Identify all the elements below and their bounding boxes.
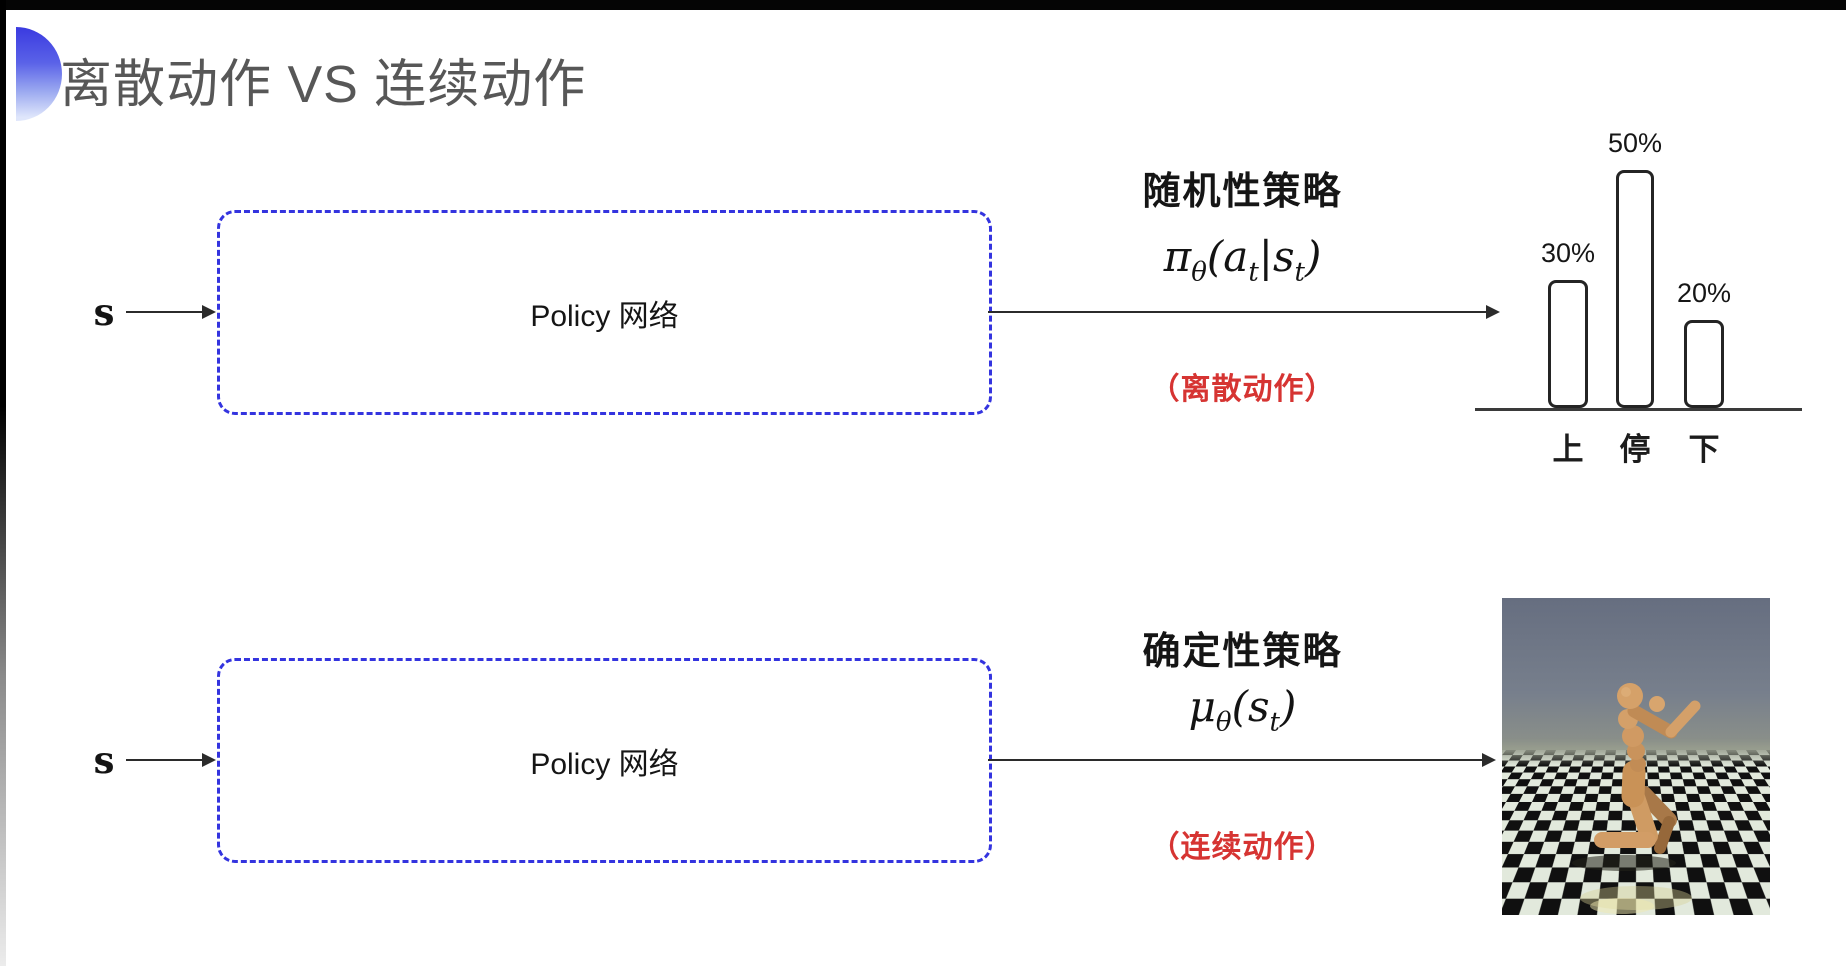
category-label: 上	[1552, 432, 1584, 467]
bar	[1616, 170, 1654, 408]
state-input-label: s	[93, 290, 115, 334]
bar-group: 30%	[1540, 238, 1596, 408]
policy-network-label: Policy 网络	[530, 747, 679, 781]
policy-output-arrow	[988, 752, 1496, 769]
bar	[1548, 280, 1588, 408]
input-arrow	[126, 304, 216, 321]
input-arrow	[126, 752, 216, 769]
chart-baseline	[1475, 408, 1802, 411]
letterbox-top	[0, 0, 1846, 10]
action-type-note: （离散动作）	[1149, 373, 1336, 406]
policy-type-label: 确定性策略	[1142, 631, 1343, 673]
bar	[1684, 320, 1724, 408]
action-type-note: （连续动作）	[1149, 831, 1336, 864]
bar-value-label: 50%	[1607, 128, 1663, 158]
bar-group: 50%	[1607, 128, 1663, 408]
policy-type-label: 随机性策略	[1142, 171, 1343, 213]
humanoid-simulation-image	[1502, 598, 1770, 915]
bar-value-label: 30%	[1540, 238, 1596, 268]
bar-value-label: 20%	[1676, 278, 1732, 308]
category-label: 下	[1688, 432, 1720, 467]
probability-bar-chart: 30% 50% 20%	[1475, 115, 1805, 411]
page-title: 离散动作 VS 连续动作	[60, 56, 587, 114]
category-labels: 上 停 下	[1475, 424, 1805, 467]
policy-network-box: Policy 网络	[217, 658, 992, 863]
policy-network-box: Policy 网络	[217, 210, 992, 415]
policy-network-label: Policy 网络	[530, 299, 679, 333]
policy-formula: μθ(st)	[1188, 682, 1297, 738]
accent-half-circle-icon	[16, 27, 62, 121]
state-input-label: s	[93, 738, 115, 782]
humanoid-figure	[1572, 683, 1701, 914]
bar-group: 20%	[1676, 278, 1732, 408]
letterbox-left	[0, 0, 6, 966]
category-label: 停	[1619, 432, 1651, 467]
policy-output-arrow	[988, 304, 1500, 321]
policy-formula: πθ(at|st)	[1163, 232, 1322, 288]
